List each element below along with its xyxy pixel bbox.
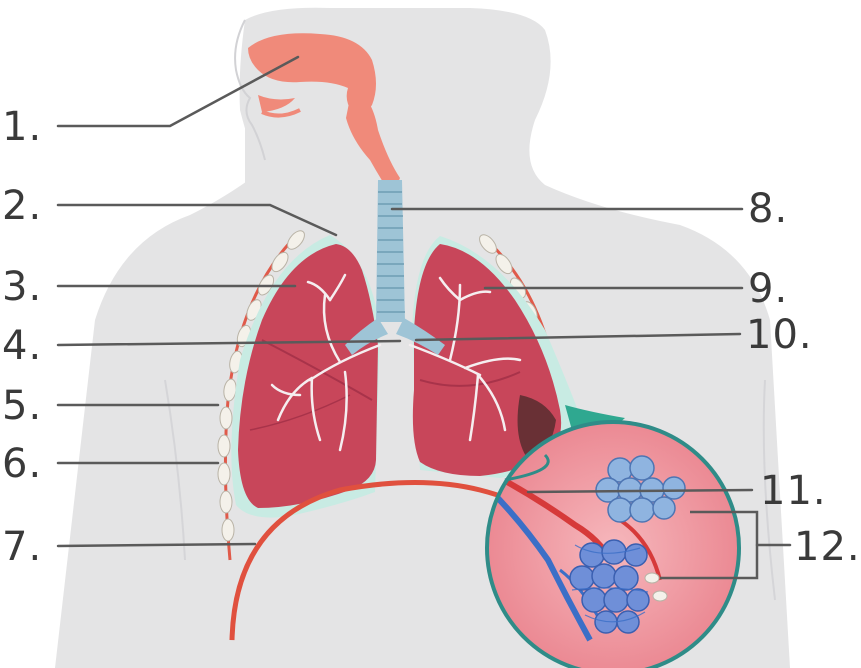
label-7: 7. <box>2 524 42 570</box>
label-2: 2. <box>2 183 42 229</box>
alveoli-inset <box>487 422 739 668</box>
label-1: 1. <box>2 104 42 150</box>
label-10: 10. <box>746 312 813 358</box>
label-8: 8. <box>748 186 788 232</box>
label-6: 6. <box>2 441 42 487</box>
label-4: 4. <box>2 323 42 369</box>
label-11: 11. <box>760 468 827 514</box>
label-3: 3. <box>2 264 42 310</box>
label-12: 12. <box>794 524 861 570</box>
label-5: 5. <box>2 383 42 429</box>
label-9: 9. <box>748 266 788 312</box>
